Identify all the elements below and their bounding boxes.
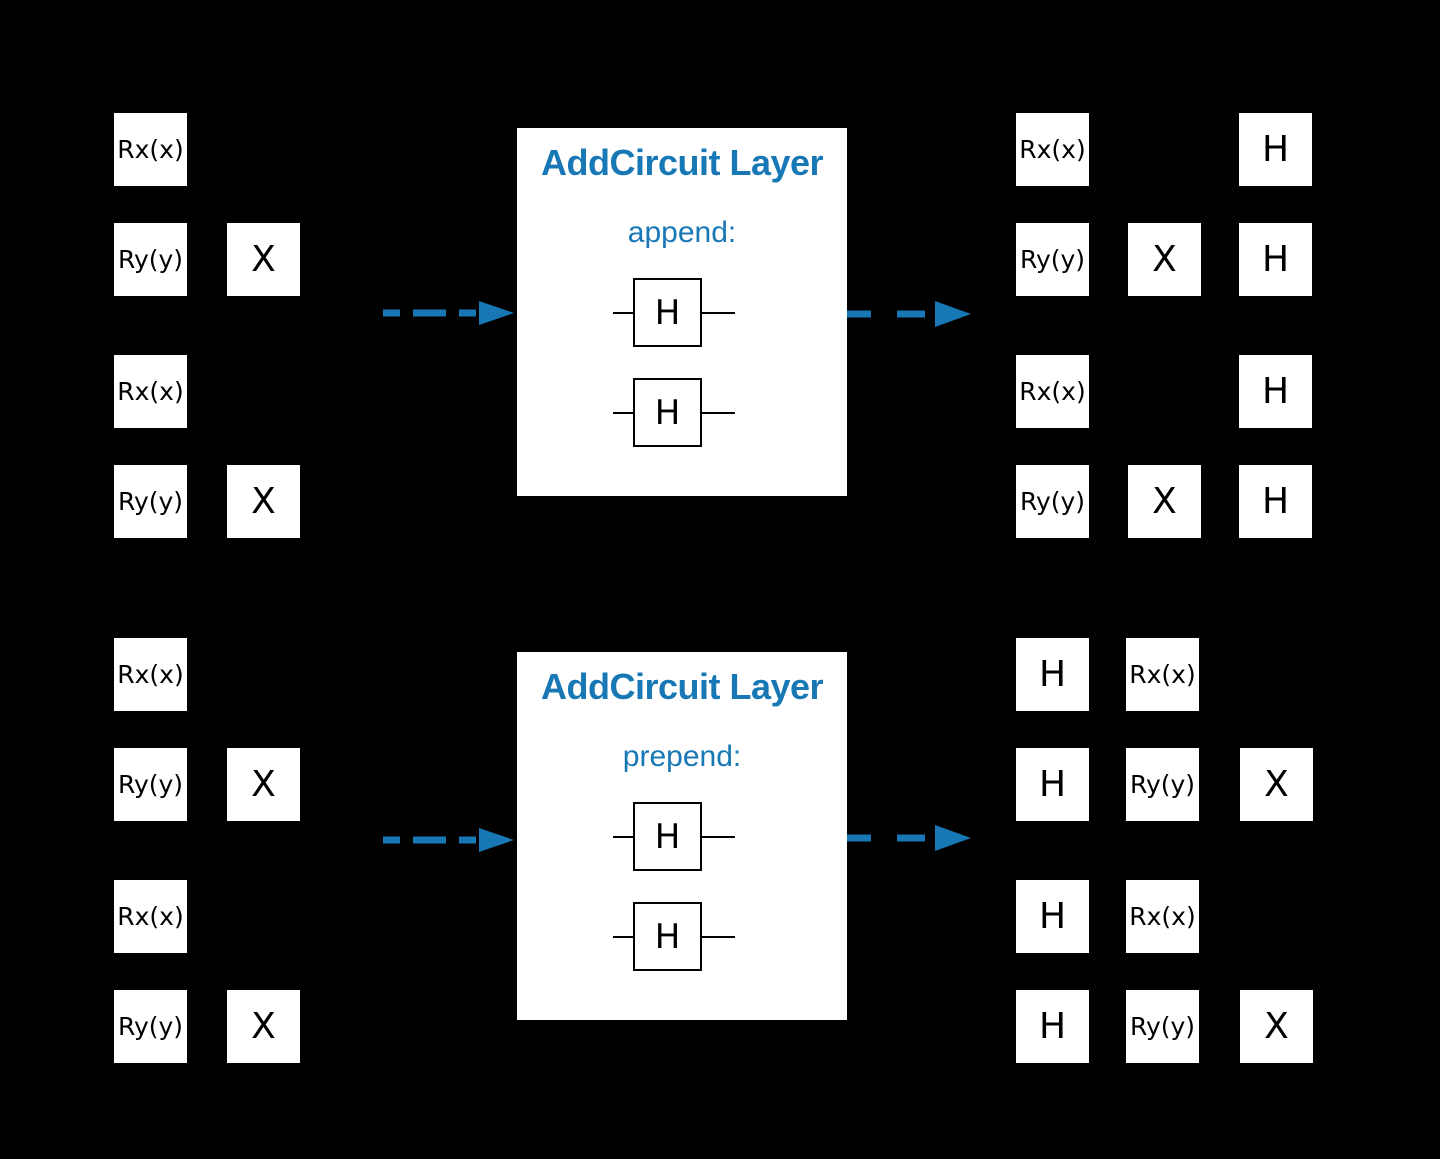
- gate-h: H: [1016, 990, 1089, 1063]
- gate-h: H: [1239, 223, 1312, 296]
- gate-x: X: [1240, 990, 1313, 1063]
- gate-ry: Ry(y): [114, 465, 187, 538]
- gate-x: X: [1240, 748, 1313, 821]
- gate-ry: Ry(y): [114, 990, 187, 1063]
- layer-gate-wire: H: [613, 278, 735, 347]
- gate-x: X: [1128, 465, 1201, 538]
- gate-x: X: [227, 748, 300, 821]
- wire-segment: [613, 311, 633, 314]
- wire-segment: [702, 311, 735, 314]
- gate-h: H: [633, 802, 702, 871]
- gate-rx: Rx(x): [114, 113, 187, 186]
- input-circuit-bottom: Rx(x) Ry(y) X Rx(x) Ry(y) X: [114, 638, 414, 1063]
- output-circuit-top: Rx(x) H Ry(y) X H Rx(x) H Ry(y) X H: [1016, 113, 1316, 538]
- gate-rx: Rx(x): [114, 355, 187, 428]
- gate-rx: Rx(x): [114, 880, 187, 953]
- output-circuit-bottom: H Rx(x) H Ry(y) X H Rx(x) H Ry(y) X: [1016, 638, 1316, 1063]
- layer-mode-label: append:: [627, 216, 737, 249]
- input-circuit-top: Rx(x) Ry(y) X Rx(x) Ry(y) X: [114, 113, 414, 538]
- gate-ry: Ry(y): [114, 748, 187, 821]
- wire-segment: [702, 935, 735, 938]
- wire-segment: [702, 835, 735, 838]
- addcircuit-layer-panel-prepend: AddCircuit Layer prepend: H H: [517, 652, 847, 1020]
- wire-segment: [613, 411, 633, 414]
- dashed-arrow-right-icon: [847, 301, 971, 327]
- gate-h: H: [1016, 638, 1089, 711]
- gate-h: H: [633, 902, 702, 971]
- gate-h: H: [1239, 113, 1312, 186]
- gate-h: H: [633, 378, 702, 447]
- gate-ry: Ry(y): [114, 223, 187, 296]
- addcircuit-layer-panel-append: AddCircuit Layer append: H H: [517, 128, 847, 496]
- gate-x: X: [227, 223, 300, 296]
- gate-ry: Ry(y): [1016, 223, 1089, 296]
- gate-h: H: [1016, 880, 1089, 953]
- layer-gate-wire: H: [613, 902, 735, 971]
- layer-title: AddCircuit Layer: [540, 142, 824, 183]
- gate-ry: Ry(y): [1016, 465, 1089, 538]
- gate-rx: Rx(x): [114, 638, 187, 711]
- gate-rx: Rx(x): [1126, 638, 1199, 711]
- gate-x: X: [227, 990, 300, 1063]
- gate-x: X: [1128, 223, 1201, 296]
- gate-rx: Rx(x): [1016, 113, 1089, 186]
- layer-title: AddCircuit Layer: [540, 666, 824, 707]
- layer-gate-wire: H: [613, 802, 735, 871]
- gate-rx: Rx(x): [1126, 880, 1199, 953]
- gate-ry: Ry(y): [1126, 990, 1199, 1063]
- gate-ry: Ry(y): [1126, 748, 1199, 821]
- wire-segment: [702, 411, 735, 414]
- layer-gate-wire: H: [613, 378, 735, 447]
- layer-mode-label: prepend:: [622, 740, 742, 773]
- dashed-arrow-right-icon: [383, 301, 514, 325]
- gate-rx: Rx(x): [1016, 355, 1089, 428]
- wire-segment: [613, 935, 633, 938]
- gate-h: H: [1239, 355, 1312, 428]
- gate-h: H: [1016, 748, 1089, 821]
- dashed-arrow-right-icon: [847, 825, 971, 851]
- gate-h: H: [1239, 465, 1312, 538]
- gate-h: H: [633, 278, 702, 347]
- wire-segment: [613, 835, 633, 838]
- gate-x: X: [227, 465, 300, 538]
- dashed-arrow-right-icon: [383, 828, 514, 852]
